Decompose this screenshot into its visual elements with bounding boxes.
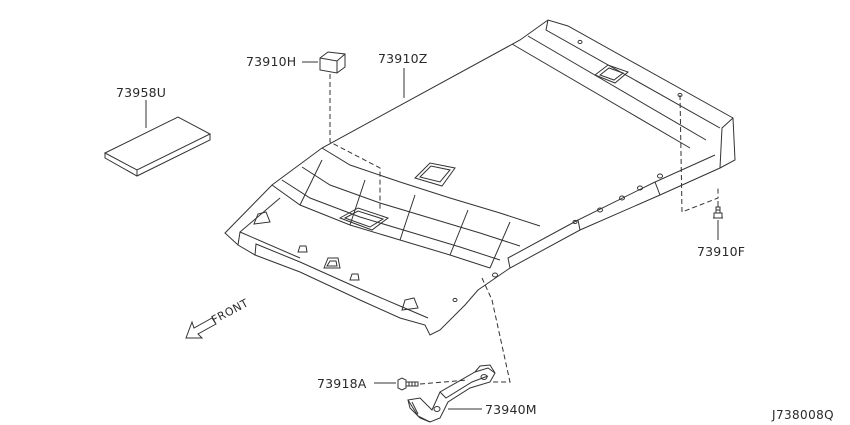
part-label-pad: 73910H <box>246 54 296 69</box>
part-label-clip: 73910F <box>697 244 745 259</box>
front-direction-indicator: FRONT <box>185 296 251 339</box>
pad-part <box>319 51 346 74</box>
assist-grip-part <box>407 364 496 423</box>
part-label-sheet: 73958U <box>116 85 166 100</box>
sheet-part <box>103 116 212 177</box>
headlining-part <box>224 19 736 336</box>
part-label-assist-grip: 73940M <box>485 402 537 417</box>
front-arrow-icon <box>185 317 217 339</box>
part-label-screw: 73918A <box>317 376 367 391</box>
part-label-headlining: 73910Z <box>378 51 428 66</box>
front-label: FRONT <box>209 296 250 326</box>
diagram-code: J738008Q <box>771 408 834 422</box>
clip-part <box>713 201 723 219</box>
leader-lines <box>145 61 719 410</box>
screw-part <box>397 377 419 391</box>
